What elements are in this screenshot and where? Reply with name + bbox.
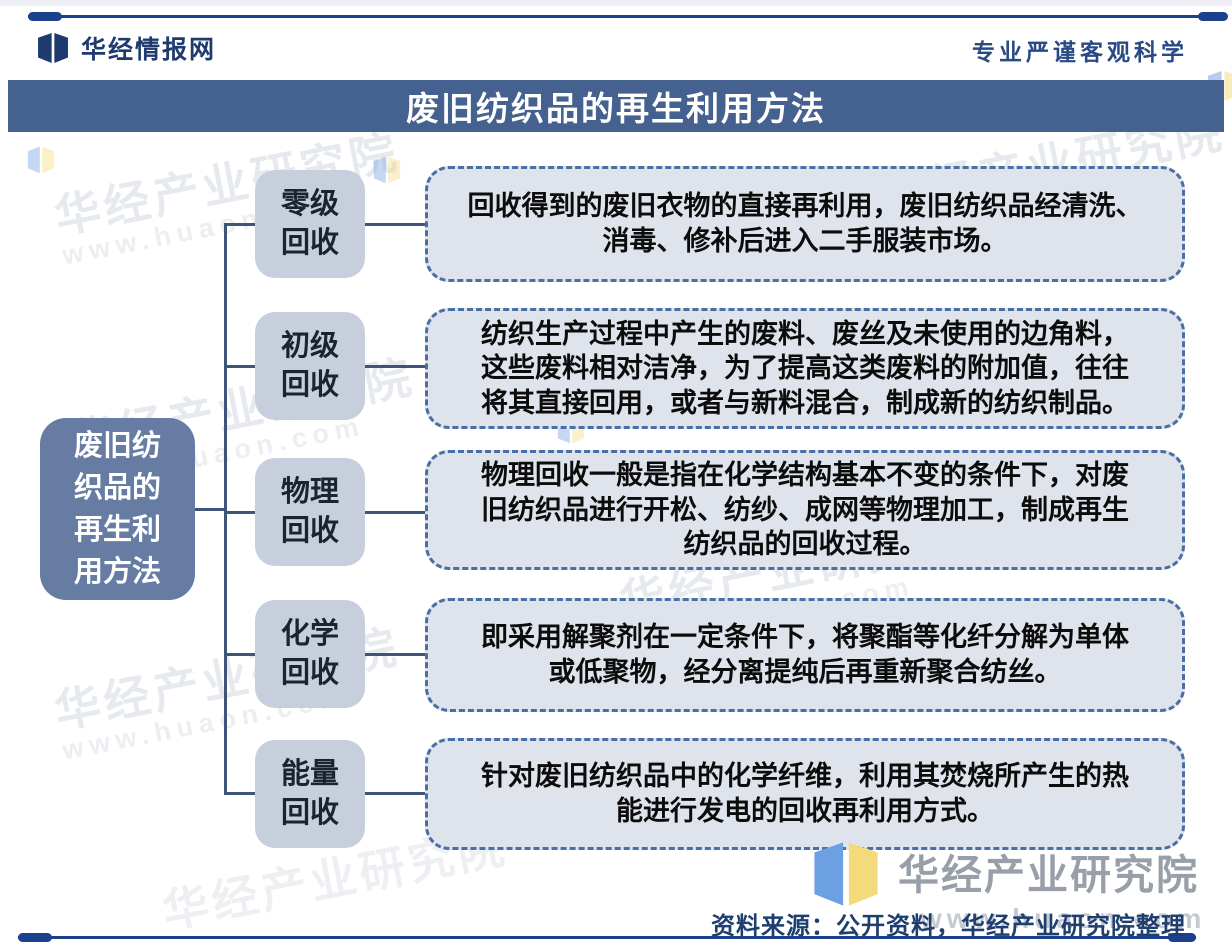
connector-branch-stub bbox=[224, 365, 257, 368]
connector-branch-stub bbox=[224, 511, 257, 514]
source-note: 资料来源：公开资料，华经产业研究院整理 bbox=[711, 913, 1186, 940]
desc-box-energy-recycle: 针对废旧纺织品中的化学纤维，利用其焚烧所产生的热 能进行发电的回收再利用方式。 bbox=[425, 738, 1185, 850]
bottom-rule-left-cap bbox=[18, 933, 52, 942]
footer-watermark-url: www.huaon.com bbox=[920, 903, 1207, 934]
bottom-rule-right-cap bbox=[1168, 933, 1196, 942]
brand-tagline: 专业严谨客观科学 bbox=[972, 39, 1188, 65]
connector-desc-stub bbox=[365, 511, 427, 514]
branch-node-physical-recycle: 物理回收 bbox=[255, 458, 365, 566]
desc-box-zero-recycle: 回收得到的废旧衣物的直接再利用，废旧纺织品经清洗、 消毒、修补后进入二手服装市场… bbox=[425, 166, 1185, 282]
brand-header: 华经情报网 bbox=[36, 30, 216, 66]
branch-node-energy-recycle: 能量回收 bbox=[255, 740, 365, 848]
top-rule-right-cap bbox=[1198, 12, 1228, 21]
top-edge-strip bbox=[0, 0, 1232, 6]
top-rule-left-cap bbox=[28, 12, 62, 21]
title-bar: 废旧纺织品的再生利用方法 bbox=[8, 80, 1224, 132]
brand-logo-icon bbox=[36, 32, 70, 64]
connector-spine bbox=[224, 223, 227, 795]
connector-desc-stub bbox=[365, 792, 427, 795]
top-rule bbox=[28, 15, 1226, 18]
connector-branch-stub bbox=[224, 223, 257, 226]
desc-text: 即采用解聚剂在一定条件下，将聚酯等化纤分解为单体 或低聚物，经分离提纯后再重新聚… bbox=[481, 622, 1129, 687]
footer-logo-icon bbox=[806, 841, 886, 907]
branch-label: 化学回收 bbox=[280, 618, 339, 689]
desc-text: 纺织生产过程中产生的废料、废丝及未使用的边角料， 这些废料相对洁净，为了提高这类… bbox=[481, 318, 1129, 418]
ghost-logo-icon bbox=[372, 156, 402, 184]
bottom-rule bbox=[18, 936, 1196, 939]
brand-name: 华经情报网 bbox=[81, 36, 217, 64]
branch-label: 初级回收 bbox=[280, 330, 339, 401]
desc-text: 针对废旧纺织品中的化学纤维，利用其焚烧所产生的热 能进行发电的回收再利用方式。 bbox=[481, 761, 1129, 826]
footer-watermark-name: 华经产业研究院 bbox=[898, 852, 1199, 898]
connector-desc-stub bbox=[365, 223, 427, 226]
ghost-logo-icon bbox=[26, 146, 56, 174]
connector-desc-stub bbox=[365, 365, 427, 368]
root-node-label: 废旧纺织品的再生利用方法 bbox=[73, 429, 161, 589]
desc-text: 回收得到的废旧衣物的直接再利用，废旧纺织品经清洗、 消毒、修补后进入二手服装市场… bbox=[467, 191, 1143, 256]
connector-branch-stub bbox=[224, 653, 257, 656]
desc-box-chemical-recycle: 即采用解聚剂在一定条件下，将聚酯等化纤分解为单体 或低聚物，经分离提纯后再重新聚… bbox=[425, 598, 1185, 712]
desc-text: 物理回收一般是指在化学结构基本不变的条件下，对废 旧纺织品进行开松、纺纱、成网等… bbox=[481, 460, 1129, 560]
page-title: 废旧纺织品的再生利用方法 bbox=[406, 90, 826, 127]
branch-label: 物理回收 bbox=[280, 476, 339, 547]
connector-root-stub bbox=[195, 508, 226, 511]
branch-label: 能量回收 bbox=[280, 758, 339, 829]
footer-watermark: 华经产业研究院 www.huaon.com bbox=[806, 841, 1206, 935]
footer-watermark-text: 华经产业研究院 www.huaon.com bbox=[898, 841, 1206, 935]
root-node: 废旧纺织品的再生利用方法 bbox=[40, 418, 195, 600]
branch-node-primary-recycle: 初级回收 bbox=[255, 312, 365, 420]
branch-label: 零级回收 bbox=[280, 188, 339, 259]
branch-node-chemical-recycle: 化学回收 bbox=[255, 600, 365, 708]
branch-node-zero-recycle: 零级回收 bbox=[255, 170, 365, 278]
desc-box-primary-recycle: 纺织生产过程中产生的废料、废丝及未使用的边角料， 这些废料相对洁净，为了提高这类… bbox=[425, 308, 1185, 429]
connector-branch-stub bbox=[224, 792, 257, 795]
desc-box-physical-recycle: 物理回收一般是指在化学结构基本不变的条件下，对废 旧纺织品进行开松、纺纱、成网等… bbox=[425, 450, 1185, 570]
connector-desc-stub bbox=[365, 653, 427, 656]
